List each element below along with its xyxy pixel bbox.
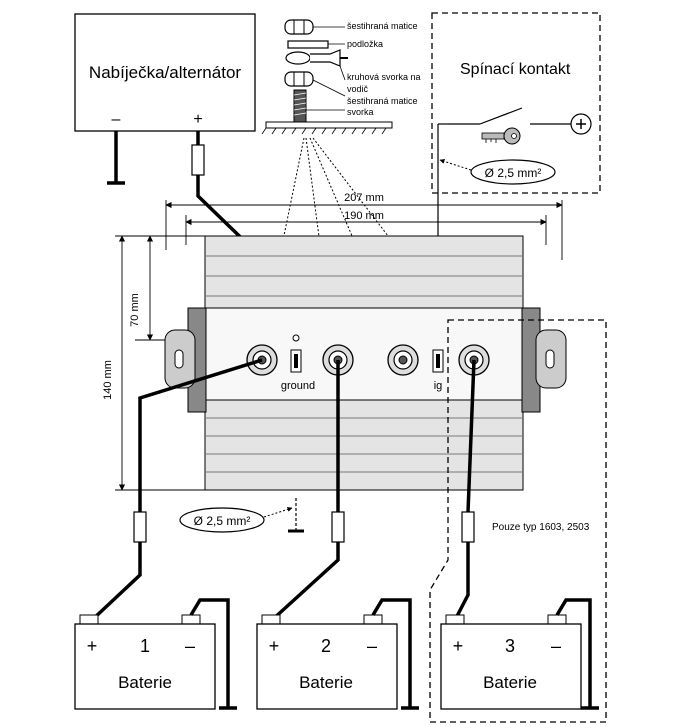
washer-icon	[287, 40, 329, 49]
fuse-battery-2	[331, 511, 345, 543]
dim-height-outer: 140 mm	[102, 360, 114, 400]
option-outline	[429, 319, 607, 723]
battery-1-minus: –	[185, 636, 195, 656]
battery-1-number: 1	[140, 636, 150, 656]
isolator-device	[164, 235, 567, 491]
battery-1: + 1 – Baterie	[74, 598, 237, 710]
dim-height-inner: 70 mm	[129, 293, 141, 327]
ground-connector	[290, 334, 302, 373]
switch-wire-size: Ø 2,5 mm²	[485, 166, 542, 180]
ground-wire-size-label	[179, 507, 265, 533]
ground-label: ground	[281, 380, 315, 392]
battery-3-plus: +	[453, 636, 464, 656]
legend-hex-nut-bottom: šestihraná matice	[347, 96, 418, 106]
cable-battery-1	[138, 358, 263, 512]
legend-terminal: svorka	[347, 107, 374, 117]
dim-width-outer: 207 mm	[344, 192, 384, 204]
battery-3-label: Baterie	[483, 673, 537, 692]
hex-nut-icon	[284, 71, 314, 87]
battery-2-plus: +	[269, 636, 280, 656]
legend-washer: podložka	[347, 39, 383, 49]
terminal-charger	[387, 344, 419, 376]
battery-1-plus: +	[87, 636, 98, 656]
battery-3: + 3 – Baterie	[440, 598, 599, 710]
ig-connector	[432, 349, 444, 373]
battery-2-number: 2	[321, 636, 331, 656]
charger-minus-label: –	[112, 111, 121, 128]
charger-title: Nabíječka/alternátor	[89, 63, 241, 82]
switch-icon	[479, 107, 523, 125]
battery-1-label: Baterie	[118, 673, 172, 692]
fuse-battery-1	[133, 511, 147, 543]
switch-contact-title: Spínací kontakt	[460, 61, 571, 78]
charger-ground	[107, 131, 125, 185]
battery-2-minus: –	[367, 636, 377, 656]
battery-3-number: 3	[505, 636, 515, 656]
hardware-legend: šestihraná matice podložka kruhová svork…	[261, 19, 421, 135]
dim-width-inner: 190 mm	[344, 210, 384, 222]
charger-plus-label: +	[193, 111, 202, 128]
fuse-charger	[191, 144, 205, 176]
cable-battery-3	[466, 359, 476, 513]
ig-label: ig	[434, 380, 443, 392]
legend-hex-nut-top: šestihraná matice	[347, 21, 418, 31]
ground-wire-size: Ø 2,5 mm²	[194, 514, 251, 528]
switch-contact-box: Spínací kontakt Ø 2,5 mm²	[431, 12, 601, 194]
option-note: Pouze typ 1603, 2503	[492, 522, 590, 533]
charger-box: Nabíječka/alternátor – +	[74, 13, 256, 132]
dimensions	[115, 200, 563, 491]
ring-terminal-icon	[285, 51, 311, 65]
legend-ring-terminal-1: kruhová svorka na	[347, 72, 421, 82]
hex-nut-icon	[284, 19, 314, 35]
legend-ring-terminal-2: vodič	[347, 84, 369, 94]
battery-2-label: Baterie	[299, 673, 353, 692]
battery-3-minus: –	[551, 636, 561, 656]
fuse-battery-3	[461, 511, 475, 543]
switch-wire-size-label	[470, 159, 556, 185]
battery-2: + 2 – Baterie	[256, 598, 419, 710]
key-icon	[481, 127, 521, 145]
